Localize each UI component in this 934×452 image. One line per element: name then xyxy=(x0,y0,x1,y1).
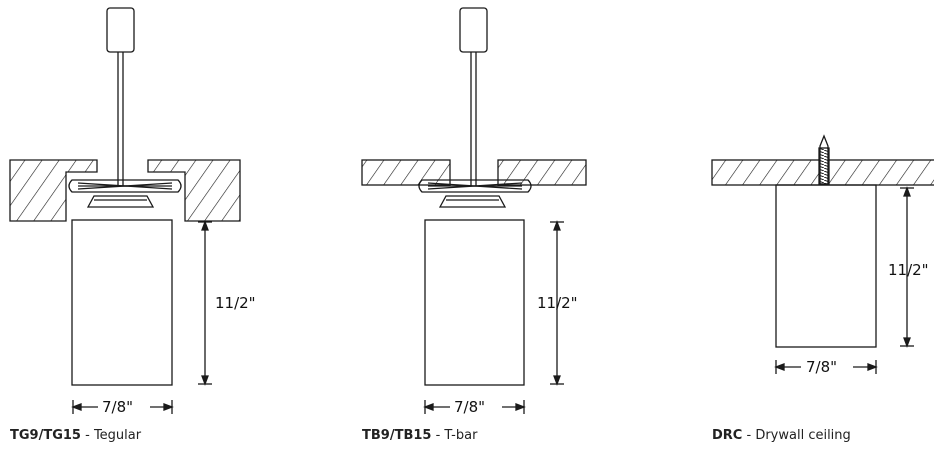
fixture-body xyxy=(71,219,173,386)
tegular-height-label: 11/2" xyxy=(215,294,256,312)
ceiling-panel-right xyxy=(497,159,587,186)
drywall-description: Drywall ceiling xyxy=(755,428,851,443)
ceiling-tile-right xyxy=(147,159,241,222)
ceiling-panel-left xyxy=(361,159,451,186)
tegular-mount-drawing xyxy=(9,7,241,414)
suspension-box xyxy=(106,7,135,53)
drywall-height-label: 11/2" xyxy=(888,261,929,279)
tbar-code: TB9/TB15 xyxy=(362,428,432,443)
fixture-body xyxy=(775,184,877,348)
fixture-body xyxy=(424,219,525,386)
mounting-clip xyxy=(418,179,532,193)
tegular-code: TG9/TG15 xyxy=(10,428,81,443)
mounting-clip xyxy=(68,179,182,193)
drywall-code: DRC xyxy=(712,428,743,443)
tbar-caption: TB9/TB15 - T-bar xyxy=(362,428,477,443)
caption-separator: - xyxy=(80,428,94,443)
drywall-mount-drawing xyxy=(711,134,934,374)
tbar-mount-drawing xyxy=(361,7,587,414)
drywall-width-label: 7/8" xyxy=(806,358,837,376)
tegular-caption: TG9/TG15 - Tegular xyxy=(10,428,141,443)
canopy xyxy=(438,195,507,208)
ceiling-tile-left xyxy=(9,159,98,222)
tbar-description: T-bar xyxy=(444,428,478,443)
tbar-height-label: 11/2" xyxy=(537,294,578,312)
tegular-width-label: 7/8" xyxy=(102,398,133,416)
tegular-description: Tegular xyxy=(93,428,142,443)
drywall-caption: DRC - Drywall ceiling xyxy=(712,428,851,443)
canopy xyxy=(86,195,155,208)
tbar-width-label: 7/8" xyxy=(454,398,485,416)
caption-separator: - xyxy=(742,428,756,443)
caption-separator: - xyxy=(431,428,445,443)
suspension-box xyxy=(459,7,488,53)
